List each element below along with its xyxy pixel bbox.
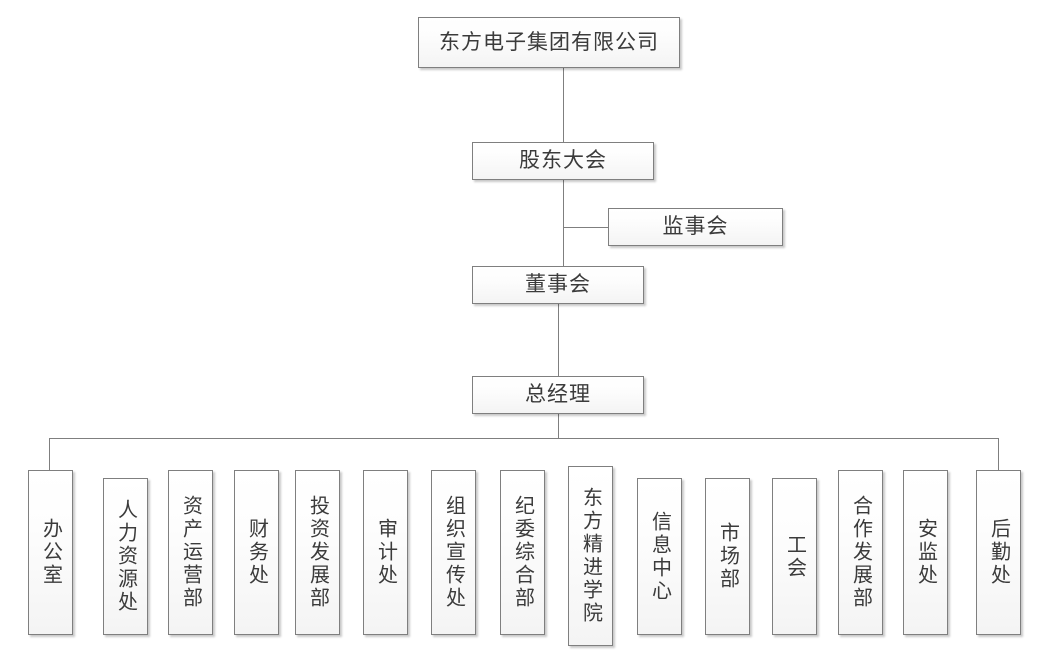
node-shareholders-meeting-label: 股东大会 (519, 148, 607, 173)
node-shareholders-meeting[interactable]: 股东大会 (472, 142, 654, 180)
node-general-manager-label: 总经理 (525, 382, 591, 407)
node-general-manager[interactable]: 总经理 (472, 376, 644, 414)
connector-directors-to-manager (558, 303, 559, 376)
node-department-marketing[interactable]: 市场部 (705, 478, 750, 635)
node-company[interactable]: 东方电子集团有限公司 (418, 17, 680, 68)
node-department-logistics[interactable]: 后勤处 (976, 470, 1021, 635)
node-department-label: 组织宣传处 (442, 495, 465, 610)
connector-bus-to-first-department (49, 438, 50, 470)
node-department-label: 东方精进学院 (579, 487, 602, 625)
node-department-label: 办公室 (39, 518, 62, 587)
connector-department-bus (49, 438, 999, 439)
node-department-audit[interactable]: 审计处 (363, 470, 408, 635)
node-board-of-supervisors-label: 监事会 (662, 214, 729, 239)
node-board-of-directors-label: 董事会 (525, 272, 591, 297)
connector-manager-to-bus (558, 413, 559, 439)
connector-company-to-shareholders (563, 67, 564, 143)
node-department-label: 投资发展部 (306, 495, 329, 610)
node-department-safety-supervision[interactable]: 安监处 (903, 470, 948, 635)
node-department-information-center[interactable]: 信息中心 (637, 478, 682, 635)
node-department-label: 安监处 (914, 518, 937, 587)
node-department-cooperation-development[interactable]: 合作发展部 (838, 470, 883, 635)
node-department-organization-publicity[interactable]: 组织宣传处 (431, 470, 476, 635)
node-department-asset-operations[interactable]: 资产运营部 (168, 470, 213, 635)
connector-shareholders-to-supervisors (563, 227, 609, 228)
node-department-label: 市场部 (716, 522, 739, 591)
node-department-human-resources[interactable]: 人力资源处 (103, 478, 148, 635)
node-department-finance[interactable]: 财务处 (234, 470, 279, 635)
node-department-label: 审计处 (374, 518, 397, 587)
node-department-office[interactable]: 办公室 (28, 470, 73, 635)
node-company-label: 东方电子集团有限公司 (439, 29, 659, 54)
node-department-investment-development[interactable]: 投资发展部 (295, 470, 340, 635)
node-department-discipline-inspection[interactable]: 纪委综合部 (500, 470, 545, 635)
node-department-labor-union[interactable]: 工会 (772, 478, 817, 635)
node-department-label: 工会 (783, 533, 806, 580)
node-department-dongfang-jingjin-academy[interactable]: 东方精进学院 (568, 466, 613, 646)
node-board-of-supervisors[interactable]: 监事会 (608, 208, 783, 246)
node-department-label: 信息中心 (648, 510, 671, 603)
node-department-label: 合作发展部 (849, 495, 872, 610)
node-department-label: 财务处 (245, 518, 268, 587)
node-board-of-directors[interactable]: 董事会 (472, 266, 644, 304)
connector-shareholders-to-directors (563, 180, 564, 266)
node-department-label: 后勤处 (987, 518, 1010, 587)
node-department-label: 人力资源处 (114, 499, 137, 614)
node-department-label: 资产运营部 (179, 495, 202, 610)
connector-bus-to-last-department (998, 438, 999, 470)
node-department-label: 纪委综合部 (511, 495, 534, 610)
